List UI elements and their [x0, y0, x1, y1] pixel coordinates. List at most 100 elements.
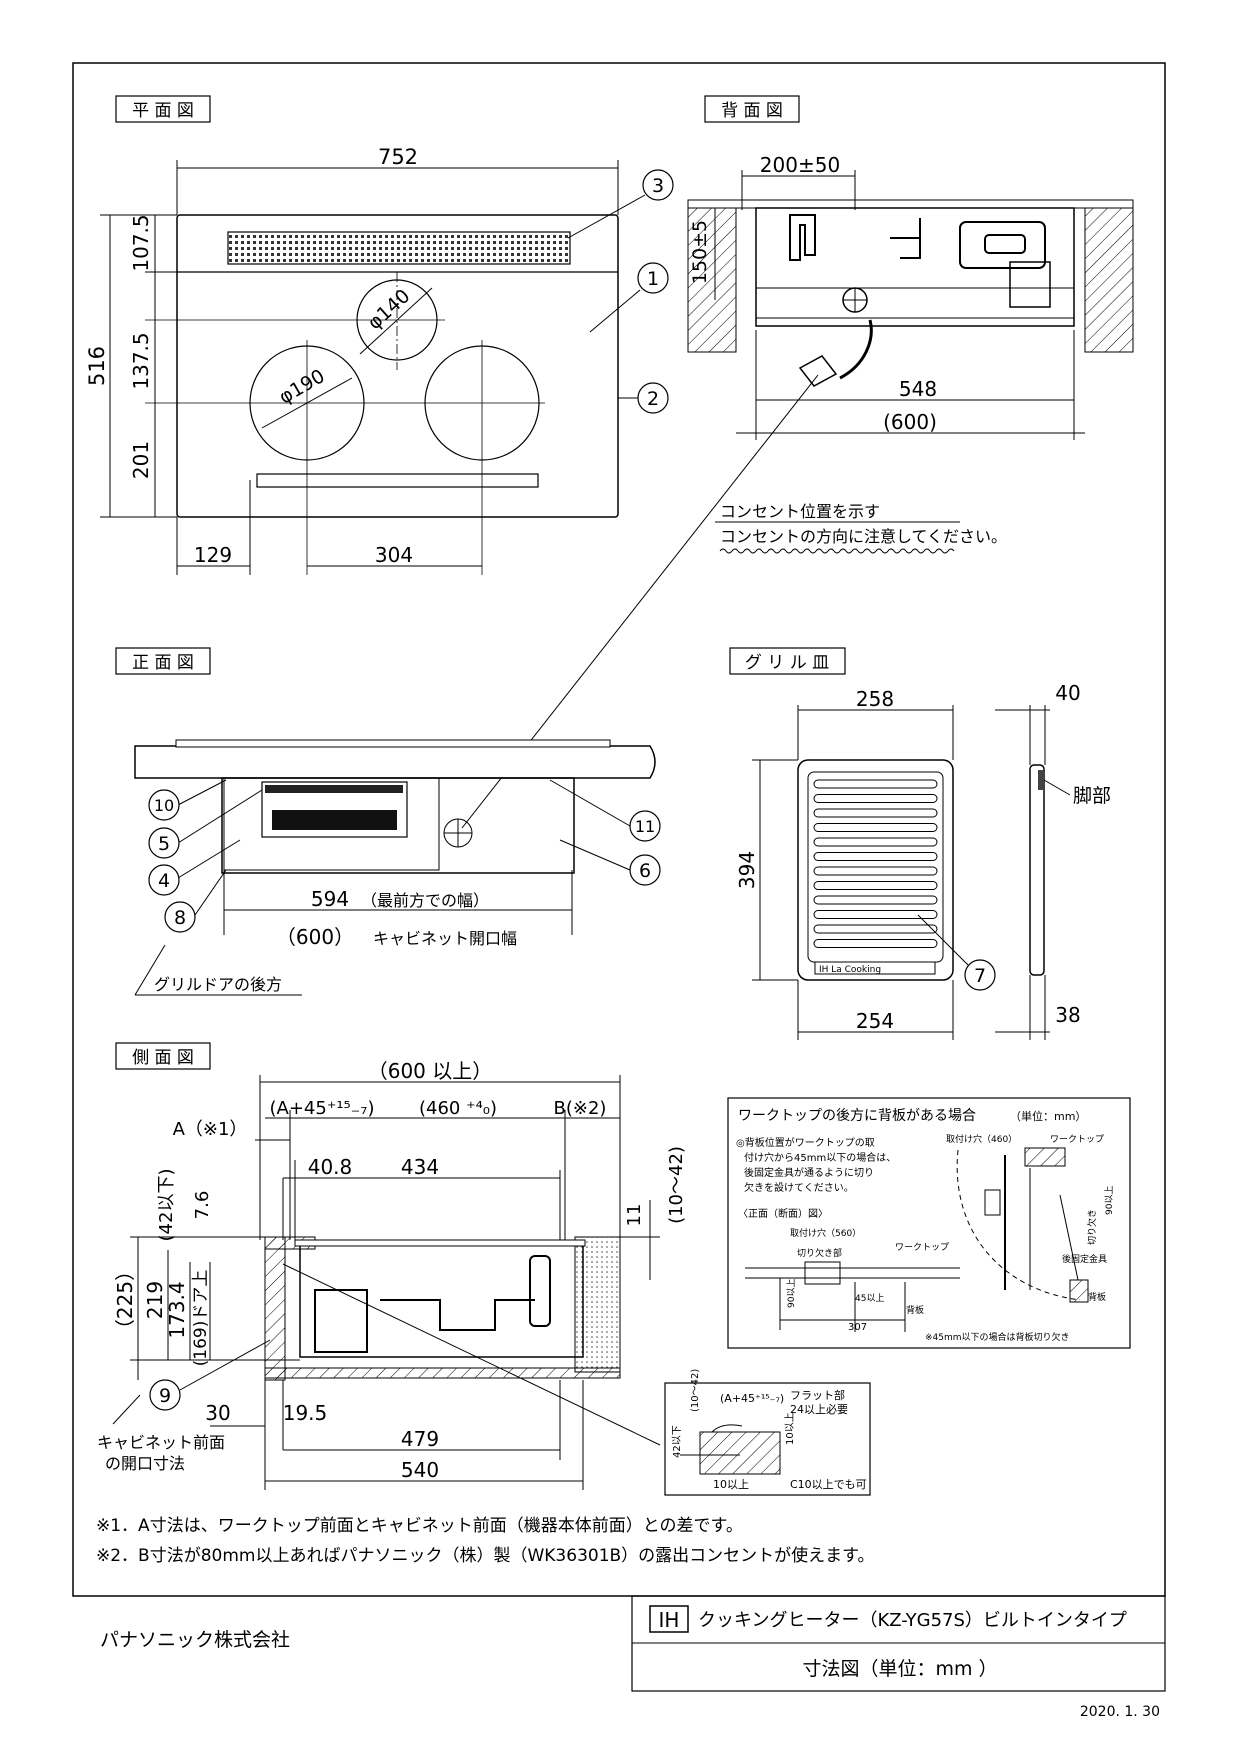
svg-text:取付け穴（460）: 取付け穴（460）: [946, 1133, 1017, 1145]
outlet-note-1: コンセント位置を示す: [720, 502, 880, 521]
svg-text:5: 5: [158, 833, 170, 855]
callout-1: [637, 262, 669, 294]
dim-cabinet-width-note: キャビネット開口幅: [373, 929, 517, 948]
svg-text:〈正面（断面）図〉: 〈正面（断面）図〉: [738, 1207, 828, 1220]
company-name: パナソニック株式会社: [100, 1629, 291, 1651]
grill-view-title: グ リ ル 皿: [745, 653, 829, 673]
svg-text:1: 1: [647, 268, 659, 290]
dim-rear-burner-dia: φ140: [363, 285, 414, 334]
svg-text:10: 10: [154, 796, 174, 815]
svg-text:付け穴から45mm以下の場合は、: 付け穴から45mm以下の場合は、: [744, 1151, 896, 1164]
grill-brand: IH La Cooking: [819, 965, 881, 975]
svg-text:307: 307: [848, 1322, 867, 1333]
svg-text:90以上: 90以上: [1104, 1186, 1115, 1215]
dim-7-6: 7.6: [192, 1191, 213, 1220]
detail-flat-2: 24以上必要: [790, 1403, 848, 1416]
front-view-title: 正 面 図: [132, 653, 194, 673]
dim-grill-width-bottom: 254: [856, 1009, 894, 1033]
dim-max-42: (42以下): [156, 1169, 177, 1242]
dim-opening-width: (600): [883, 410, 937, 434]
product-name: クッキングヒーター（KZ-YG57S）ビルトインタイプ: [698, 1610, 1127, 1631]
front-view: 正 面 図 594 （最前方での幅） （600） キャビネット開口幅 グリルドア…: [115, 647, 661, 996]
svg-text:◎背板位置がワークトップの取: ◎背板位置がワークトップの取: [736, 1136, 875, 1149]
svg-text:11: 11: [635, 817, 655, 836]
svg-text:6: 6: [639, 860, 651, 882]
dim-grill-thickness-top: 40: [1055, 681, 1080, 705]
plan-view-title: 平 面 図: [132, 101, 194, 121]
dim-h-173-4: 173.4: [165, 1281, 189, 1338]
callout-7: [964, 959, 996, 991]
grill-bar: [813, 895, 938, 905]
svg-text:後固定金具が通るように切り: 後固定金具が通るように切り: [744, 1166, 874, 1179]
dim-h-225: （225）: [113, 1261, 137, 1339]
exhaust-vent: [227, 231, 571, 265]
svg-text:取付け穴（560）: 取付け穴（560）: [790, 1227, 861, 1239]
back-body: [755, 207, 1075, 327]
side-view: 側 面 図 （600 以上） (A+45⁺¹⁵₋₇) (460 ⁺⁴₀) B(※…: [97, 1042, 687, 1490]
dim-front-depth: 201: [129, 441, 153, 479]
grill-bar: [813, 910, 938, 919]
svg-text:後固定金具: 後固定金具: [1062, 1253, 1107, 1265]
dim-40-8: 40.8: [308, 1155, 353, 1179]
svg-text:ワークトップ: ワークトップ: [1050, 1134, 1104, 1145]
dim-grill-width-top: 258: [856, 687, 894, 711]
detail-min-10: 10以上: [784, 1412, 796, 1445]
dim-outlet-height: 150±5: [689, 220, 711, 284]
dim-front-burner-dia: φ190: [275, 365, 328, 408]
cabinet-note-1: キャビネット前面: [97, 1433, 225, 1452]
cooktop-outline: [176, 214, 619, 518]
control-strip: [256, 473, 539, 488]
grill-bar: [813, 823, 938, 832]
svg-text:※45mm以下の場合は背板切り欠き: ※45mm以下の場合は背板切り欠き: [925, 1331, 1070, 1343]
callout-11: [629, 810, 661, 842]
detail-a-tol: (A+45⁺¹⁵₋₇): [720, 1392, 784, 1405]
grill-door-note: グリルドアの後方: [154, 975, 282, 994]
grill-bar: [813, 779, 938, 789]
plan-view: 平 面 図 752 516 107.5 137.5 201 φ140: [85, 95, 674, 575]
dim-grill-depth: 394: [735, 851, 759, 889]
svg-text:ワークトップ: ワークトップ: [895, 1242, 949, 1253]
dim-front-width: 594: [311, 887, 349, 911]
footnote-1: ※1．A寸法は、ワークトップ前面とキャビネット前面（機器本体前面）との差です。: [96, 1516, 743, 1536]
footnote-2: ※2．B寸法が80mm以上あればパナソニック（株）製（WK36301B）の露出コ…: [96, 1546, 875, 1566]
grill-foot-label: 脚部: [1073, 785, 1111, 807]
cabinet-note-2: の開口寸法: [105, 1454, 185, 1473]
svg-text:4: 4: [158, 870, 170, 892]
grill-bar: [813, 939, 938, 948]
grill-window: [261, 781, 408, 838]
svg-text:切り欠き部: 切り欠き部: [797, 1247, 842, 1259]
side-view-title: 側 面 図: [132, 1048, 194, 1068]
detail-flat-1: フラット部: [790, 1388, 845, 1402]
svg-text:9: 9: [159, 1385, 171, 1407]
callout-10: [148, 789, 180, 821]
grill-bar: [813, 808, 938, 818]
dim-b-label: B(※2): [554, 1098, 607, 1119]
callout-8: [164, 901, 196, 933]
dim-body-width: 548: [899, 377, 937, 401]
dim-door-169: (169)ドア上: [191, 1270, 211, 1367]
callout-4: [148, 864, 180, 896]
detail-max-42: 42以下: [672, 1425, 683, 1458]
dim-mid-range: (460 ⁺⁴₀): [419, 1098, 497, 1119]
grill-bar: [813, 866, 938, 876]
detail-range: (10～42): [690, 1369, 701, 1412]
grill-tray: [797, 759, 954, 981]
svg-text:欠きを設けてください。: 欠きを設けてください。: [744, 1181, 854, 1194]
dim-a-range: (A+45⁺¹⁵₋₇): [270, 1098, 375, 1119]
dim-burner-pitch: 304: [375, 543, 413, 567]
outlet-note-2: コンセントの方向に注意してください。: [720, 527, 1007, 546]
svg-text:背板: 背板: [906, 1304, 924, 1316]
sheet-border: [72, 62, 1166, 1597]
back-view-title: 背 面 図: [721, 101, 783, 121]
detail-c10: C10以上でも可: [790, 1478, 867, 1491]
dim-434: 434: [401, 1155, 439, 1179]
grill-tray-view: グ リ ル 皿 IH La Cooking 258 394 254 40 38 …: [729, 647, 1111, 1040]
inset-title: ワークトップの後方に背板がある場合: [738, 1108, 976, 1124]
svg-text:背板: 背板: [1088, 1291, 1106, 1303]
drawing-title: 寸法図（単位：mm ）: [802, 1658, 997, 1680]
svg-text:切り欠き: 切り欠き: [1086, 1209, 1098, 1245]
callout-2: [637, 382, 669, 414]
back-view: 背 面 図 200±50 150±5 548 (600) コンセ: [461, 95, 1134, 829]
callout-9: [149, 1379, 181, 1411]
